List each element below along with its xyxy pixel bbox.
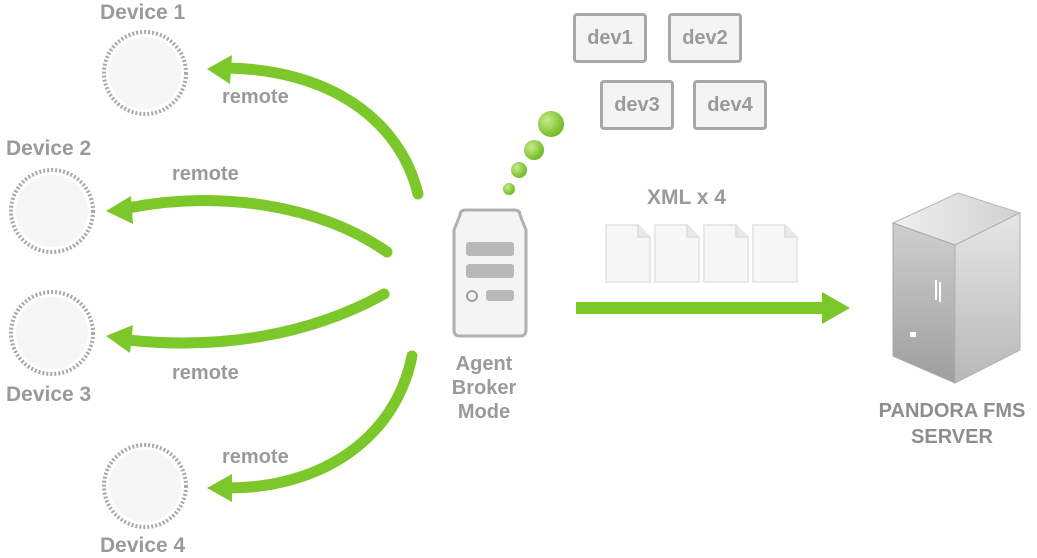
server-label: PANDORA FMS SERVER [852, 398, 1037, 450]
agent-broker-label: Agent Broker Mode [424, 352, 544, 424]
device-2-icon [9, 168, 95, 254]
agent-label-line-3: Mode [457, 401, 511, 423]
device-4-label: Device 4 [100, 534, 186, 557]
dev-box-2: dev2 [668, 13, 742, 63]
xml-documents-icon [605, 224, 798, 283]
arrow-to-server [576, 292, 850, 324]
dev-box-3: dev3 [600, 80, 674, 130]
arrow-to-device-4 [207, 350, 418, 502]
arrow-to-device-2 [106, 195, 393, 258]
server-label-line-2: SERVER [911, 426, 993, 448]
device-2-label: Device 2 [6, 137, 92, 160]
remote-label-2: remote [172, 163, 239, 185]
device-4-icon [102, 443, 188, 529]
dev-box-4: dev4 [693, 80, 767, 130]
xml-count-label: XML x 4 [647, 186, 726, 209]
agent-label-line-2: Broker [451, 377, 517, 399]
device-1-icon [102, 30, 188, 116]
arrow-to-device-1 [207, 55, 424, 200]
remote-label-3: remote [172, 362, 239, 384]
server-label-line-1: PANDORA FMS [878, 400, 1026, 422]
server-icon [891, 192, 1022, 384]
bubbles-icon [503, 111, 564, 195]
device-1-label: Device 1 [100, 1, 186, 24]
agent-computer-icon [452, 208, 528, 338]
remote-label-4: remote [222, 446, 289, 468]
remote-label-1: remote [222, 86, 289, 108]
device-3-icon [9, 290, 95, 376]
arrow-to-device-3 [106, 288, 390, 353]
agent-label-line-1: Agent [455, 353, 513, 375]
device-3-label: Device 3 [6, 383, 92, 406]
dev-box-1: dev1 [573, 13, 647, 63]
